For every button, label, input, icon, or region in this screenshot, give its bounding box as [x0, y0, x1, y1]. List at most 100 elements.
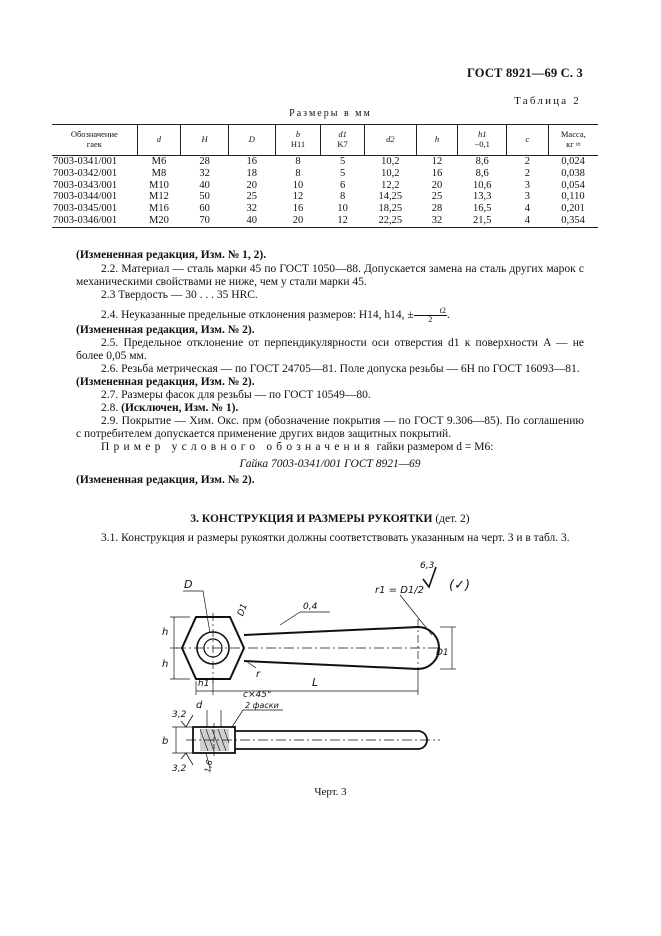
dim-h1-label: h1 [198, 679, 209, 689]
roughness-general-label: 6,3 [420, 561, 435, 571]
table-cell: 50 [199, 191, 210, 203]
table-cell: 8,6 [475, 156, 489, 167]
paragraph-2-4: 2.4. Неуказанные предельные отклонения р… [76, 307, 584, 324]
paragraph-2-5: 2.5. Предельное отклонение от перпендику… [76, 337, 584, 363]
edit-note-3: (Измененная редакция, Изм. № 2). [76, 376, 255, 388]
table-header-text: d [156, 134, 162, 145]
fraction-denominator: 2 [428, 315, 433, 324]
roughness-16-label: 1,6 [203, 759, 214, 773]
table-cell: 32 [416, 214, 458, 228]
table-cell: 0,110 [561, 191, 585, 203]
table-header-cell: h [415, 124, 458, 156]
table-cell: 0,038 [561, 167, 585, 179]
table-cell: M20 [137, 214, 181, 228]
section-title-note: (дет. 2) [435, 513, 470, 525]
table-cell: 16 [292, 203, 304, 215]
table-cell: 10,2 [381, 156, 400, 167]
designation-cell: 7003-0342/001 [53, 167, 118, 179]
table-cell: 2 [524, 156, 530, 167]
table-cell: 5 [339, 156, 346, 167]
table-header-text: кг ≈ [566, 139, 581, 149]
table-header-text: Обозначение [70, 129, 118, 140]
table-header-text: Масса, [560, 129, 586, 140]
table-cell: M12 [148, 191, 169, 203]
table-cell: 6 [339, 179, 346, 191]
table-cell: 18 [246, 167, 258, 179]
table-cell: 4 [506, 214, 549, 228]
table-cell: M10 [148, 179, 169, 191]
table-cell: 40 [228, 214, 276, 228]
table-header-cell: Масса,кг ≈ [547, 124, 598, 156]
table-cell: 10 [337, 203, 348, 215]
table-cell: 5 [339, 167, 346, 179]
table-header-text: −0,1 [474, 139, 490, 149]
table-header-cell: d2 [363, 124, 417, 156]
paragraph-2-2: 2.2. Материал — сталь марки 45 по ГОСТ 1… [76, 263, 584, 289]
dim-L-label: L [312, 676, 318, 689]
roughness-general-mark: 6,3 (✓) [420, 561, 470, 593]
table-cell: 28 [431, 203, 443, 215]
table-cell: 18,25 [378, 203, 403, 215]
paragraph-2-3: 2.3 Твердость — 30 . . . 35 HRC. [101, 289, 258, 301]
table-cell: 10,6 [473, 179, 492, 191]
table-cell: 25 [246, 191, 258, 203]
chamfer-label: c×45° [243, 690, 271, 700]
table-cell: 8 [339, 191, 346, 203]
table-header-text: c [525, 134, 530, 145]
table-cell: 0,024 [561, 156, 585, 167]
example-heading: Пример условного обозначения [101, 441, 374, 453]
table-header-text: D [248, 134, 255, 145]
table-header-text: h1 [477, 129, 487, 140]
table-header-cell: c [506, 124, 549, 156]
paragraph-2-8-excluded: (Исключен, Изм. № 1). [121, 402, 239, 414]
table-cell: 12 [292, 191, 304, 203]
table-cell: 28 [199, 156, 210, 167]
dim-d-label: d [196, 700, 203, 711]
paragraph-3-1: 3.1. Конструкция и размеры рукоятки долж… [101, 532, 570, 544]
table-cell: 32 [199, 167, 210, 179]
paragraph-2-4-end: . [446, 309, 450, 322]
edit-note-2: (Измененная редакция, Изм. № 2). [76, 324, 255, 336]
table-cell: M6 [151, 156, 167, 167]
table-header-text: b [295, 129, 301, 140]
table-cell: 16 [246, 156, 258, 167]
table-cell: 21,5 [457, 214, 507, 228]
handle-drawing: 6,3 (✓) r1 = D1/2 h h D D1 0,4 [162, 561, 470, 774]
table-cell: 13,3 [473, 191, 492, 203]
designation-cell: 7003-0341/001 [53, 156, 118, 167]
table-cell: 40 [199, 179, 210, 191]
table-header-text: H [201, 134, 208, 145]
table-header-cell: D [227, 124, 276, 156]
example-text: гайки размером d = M6: [376, 441, 494, 453]
table-cell: 16,5 [473, 203, 492, 215]
table-cell: 8 [295, 167, 301, 179]
designation-cell: 7003-0346/001 [52, 214, 138, 228]
table-body: 7003-0341/001 M6 28 16 8 5 10,2 12 8,6 2 0,024 7003… [52, 156, 598, 228]
example-line: Пример условного обозначения гайки разме… [76, 441, 584, 454]
table-cell: M16 [148, 203, 169, 215]
page-header: ГОСТ 8921—69 С. 3 [466, 66, 583, 80]
section-title-text: 3. КОНСТРУКЦИЯ И РАЗМЕРЫ РУКОЯТКИ [190, 513, 433, 525]
paragraph-2-9: 2.9. Покрытие — Хим. Окс. прм (обозначен… [76, 415, 584, 441]
chamfer-note-label: 2 фаски [245, 701, 279, 710]
table-cell: 8,6 [475, 167, 489, 179]
table-cell: 16 [431, 167, 443, 179]
table-cell: 3 [524, 179, 530, 191]
table-header-text: h [434, 134, 440, 145]
table-cell: 12,2 [381, 179, 400, 191]
dim-b-label: b [162, 736, 168, 747]
designation-cell: 7003-0345/001 [53, 203, 118, 215]
table-cell: M8 [151, 167, 167, 179]
table-label: Таблица 2 [514, 95, 581, 107]
table-cell: 20 [246, 179, 258, 191]
table-header-cell: h1−0,1 [457, 124, 507, 156]
edit-note-1: (Измененная редакция, Изм. № 1, 2). [76, 249, 267, 261]
